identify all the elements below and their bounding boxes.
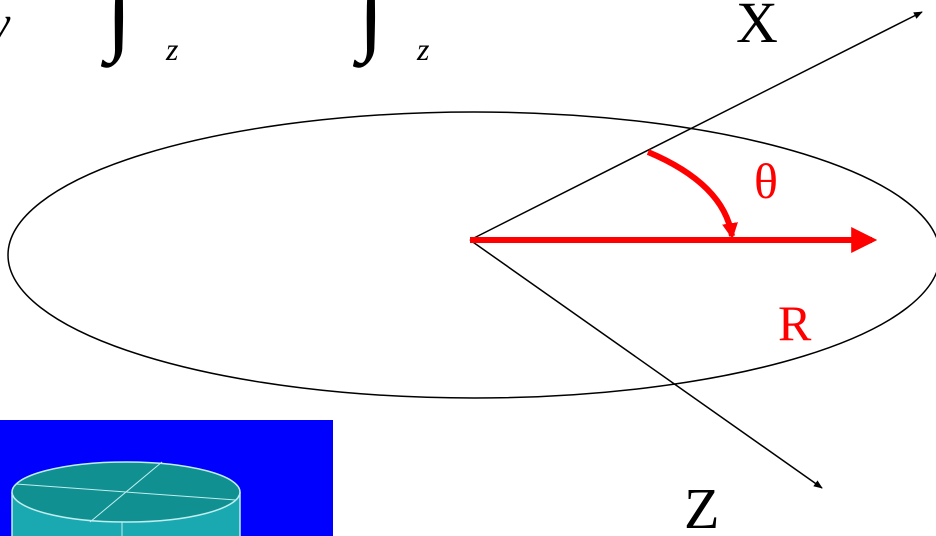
x-axis-label: X xyxy=(736,0,778,55)
integral-1-symbol: ∫ xyxy=(100,0,138,68)
x-axis-line xyxy=(469,11,923,241)
left-fragment-label: y xyxy=(0,0,11,48)
radius-label: R xyxy=(778,295,812,351)
cylinder-3d-icon xyxy=(0,420,333,536)
ellipse-outline xyxy=(7,111,936,399)
z-axis-line xyxy=(469,239,823,489)
integral-1-subscript: z xyxy=(165,31,179,67)
z-axis-label: Z xyxy=(684,476,719,536)
integral-2-symbol: ∫ xyxy=(352,0,390,68)
integral-2-subscript: z xyxy=(416,31,430,67)
theta-label: θ xyxy=(754,153,778,209)
theta-arc xyxy=(646,149,738,240)
